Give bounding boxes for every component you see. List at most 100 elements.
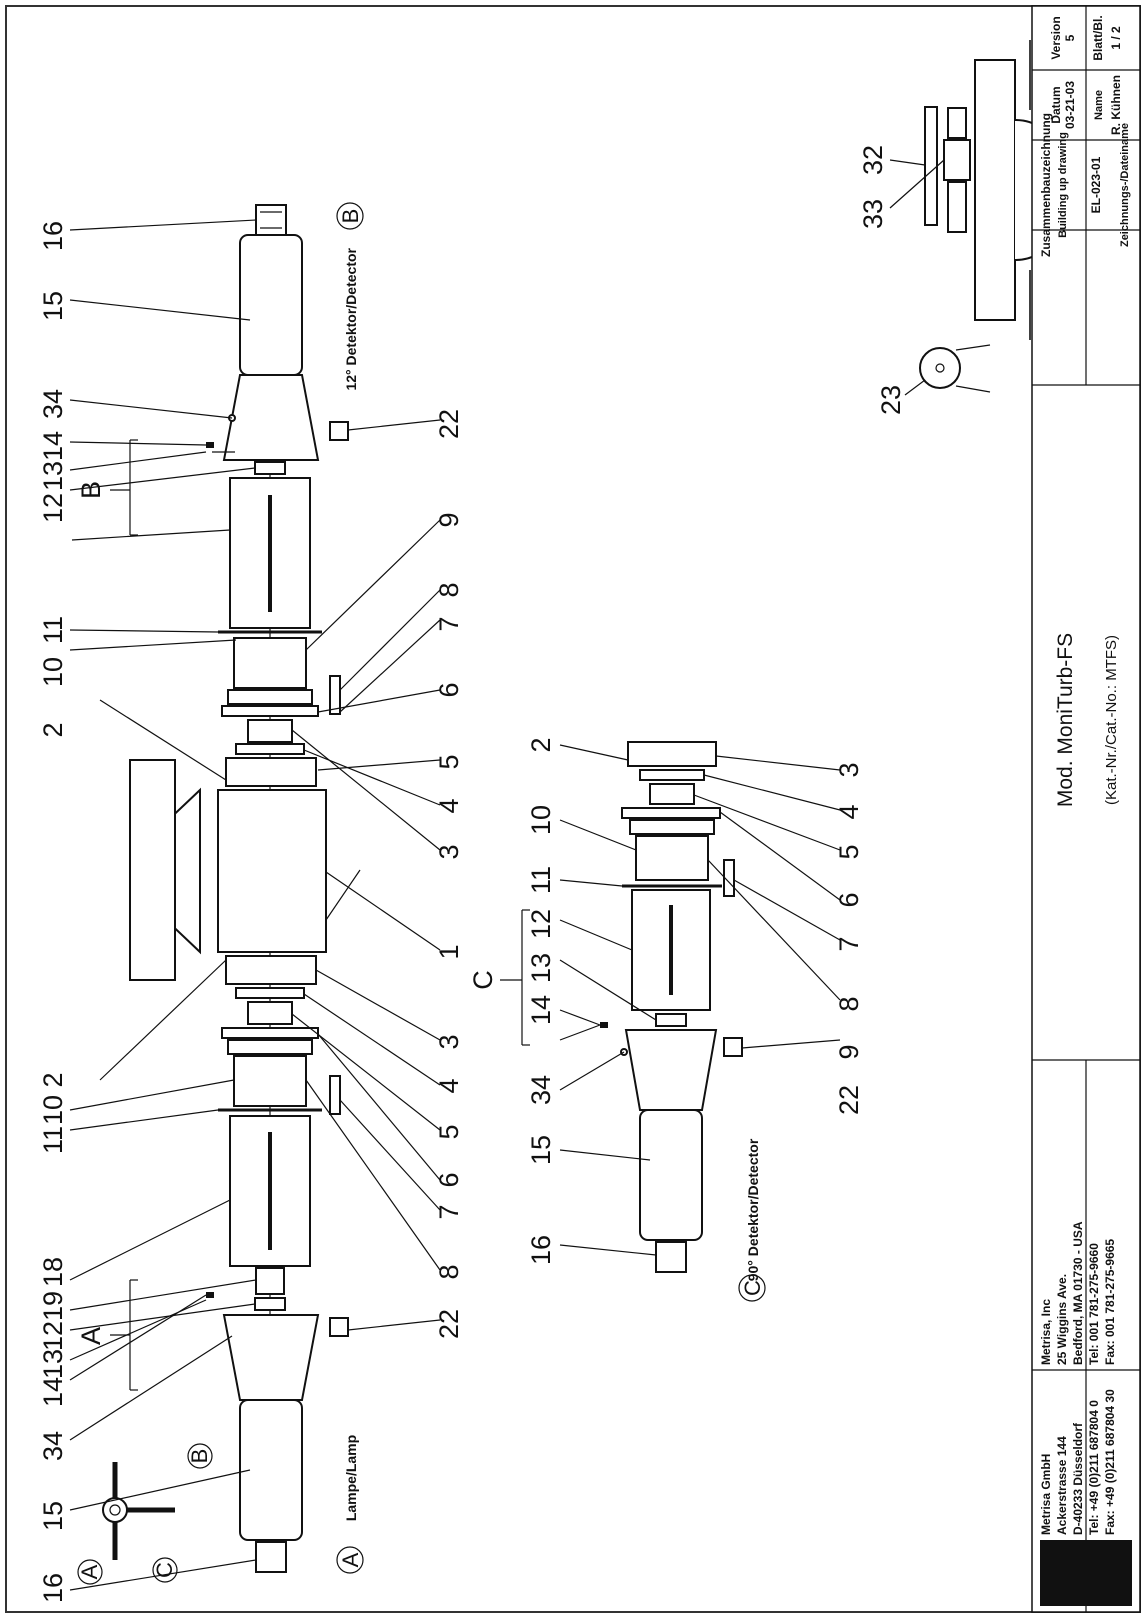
tb-datum-value: 03-21-03 — [1063, 81, 1077, 129]
label-3: 3 — [434, 844, 464, 859]
label-6c: 6 — [834, 892, 864, 907]
tb-de-line-5: Fax: +49 (0)211 687804 30 — [1103, 1389, 1117, 1535]
assembly-row-top — [129, 204, 361, 1573]
part-32-pin — [924, 106, 938, 226]
label-4b: 4 — [434, 1078, 464, 1093]
part-15-cone-b — [222, 374, 320, 461]
label-34c: 34 — [526, 1075, 556, 1105]
label-5: 5 — [434, 754, 464, 769]
leader-lines — [69, 159, 945, 1591]
label-8: 8 — [434, 582, 464, 597]
part-15-cone-a — [222, 1314, 320, 1401]
tb-blatt-label: Blatt/Bl. — [1091, 15, 1105, 60]
label-14c: 14 — [526, 995, 556, 1025]
tb-de-line-1: Metrisa GmbH — [1039, 1454, 1053, 1535]
group-label-c: C — [468, 970, 498, 990]
part-4-seal-a — [235, 987, 305, 999]
tb-us-line-4: Tel: 001 781-275-9660 — [1087, 1243, 1101, 1365]
label-3c: 3 — [834, 762, 864, 777]
tb-version-label: Version — [1049, 16, 1063, 59]
caption-detector-12: 12° Detektor/Detector — [343, 247, 359, 390]
label-2: 2 — [38, 722, 68, 737]
tb-zeichnungs-label: Zeichnungs-/Dateiname — [1119, 123, 1131, 247]
sheet-frame — [5, 5, 1141, 1613]
part-10-holder-b — [233, 637, 307, 689]
label-4: 4 — [434, 798, 464, 813]
label-16c: 16 — [526, 1235, 556, 1265]
label-10b: 10 — [38, 1095, 68, 1125]
label-34b: 34 — [38, 1431, 68, 1461]
label-6: 6 — [434, 682, 464, 697]
part-6-flange-a — [221, 1027, 319, 1039]
tb-us-line-1: Metrisa, Inc — [1039, 1299, 1053, 1365]
part-7-bolt-a — [329, 1075, 341, 1115]
label-2c: 2 — [526, 737, 556, 752]
label-16b: 16 — [38, 1573, 68, 1603]
label-11b: 11 — [38, 1126, 68, 1154]
part-33-fitting — [943, 139, 971, 181]
part-15-housing-a — [239, 1399, 303, 1541]
part-1-flange — [129, 759, 176, 981]
label-7c: 7 — [834, 936, 864, 951]
label-22: 22 — [434, 409, 464, 439]
label-11c: 11 — [526, 866, 556, 894]
label-7: 7 — [434, 616, 464, 631]
group-label-b: B — [76, 481, 106, 499]
tb-blatt-value: 1 / 2 — [1109, 26, 1123, 50]
label-10: 10 — [38, 657, 68, 687]
group-label-a: A — [76, 1327, 106, 1345]
label-1: 1 — [434, 944, 464, 959]
part-10-holder-a — [233, 1055, 307, 1107]
tb-title: Mod. MoniTurb-FS — [1054, 633, 1077, 807]
marker-b-top: B — [338, 209, 363, 224]
part-16-cap-a — [255, 1541, 287, 1573]
schematic-marker-b: B — [187, 1449, 212, 1464]
label-15: 15 — [38, 291, 68, 321]
schematic-marker-a: A — [77, 1564, 102, 1579]
label-5c: 5 — [834, 844, 864, 859]
label-14: 14 — [38, 431, 68, 461]
label-6b: 6 — [434, 1172, 464, 1187]
tb-name-label: Name — [1093, 90, 1105, 120]
tb-de-line-4: Tel: +49 (0)211 687804 0 — [1087, 1400, 1101, 1535]
tb-cat-no: (Kat.-Nr./Cat.-No.: MTFS) — [1103, 635, 1120, 805]
label-8b: 8 — [434, 1264, 464, 1279]
part-12-ring-b — [254, 461, 286, 475]
tb-us-line-3: Bedford, MA 01730 - USA — [1071, 1221, 1085, 1365]
part-3-flange-a — [225, 955, 317, 985]
label-13: 13 — [38, 461, 68, 491]
part-12-ring-a — [254, 1297, 286, 1311]
tb-zusammenbau-label: Zusammenbauzeichnung — [1039, 113, 1053, 257]
part-19-lens-a — [255, 1267, 285, 1295]
tb-drawing-no: EL-023-01 — [1089, 156, 1103, 213]
label-9c: 9 — [834, 1044, 864, 1059]
label-18: 18 — [38, 1257, 68, 1287]
tb-de-line-2: Ackerstrasse 144 — [1055, 1436, 1069, 1535]
tb-name-value: R. Kühnen — [1109, 75, 1123, 135]
tb-us-line-5: Fax: 001 781-275-9665 — [1103, 1239, 1117, 1365]
part-3-flange-b — [225, 757, 317, 787]
part-15-housing-b — [239, 234, 303, 376]
part-15-housing-c — [639, 1109, 703, 1241]
label-12c: 12 — [526, 909, 556, 939]
label-11: 11 — [38, 616, 68, 644]
label-12: 12 — [38, 493, 68, 523]
label-23: 23 — [876, 385, 906, 415]
tb-version-value: 5 — [1063, 34, 1077, 41]
part-16-cap-b — [255, 204, 287, 236]
label-10c: 10 — [526, 805, 556, 835]
part-6-flange-b — [221, 705, 319, 717]
part-16-cap-c — [655, 1241, 687, 1273]
part-7-bolt-b — [329, 675, 341, 715]
label-3b: 3 — [434, 1034, 464, 1049]
label-32: 32 — [858, 145, 888, 175]
part-5-window-a — [247, 1001, 293, 1025]
label-15b: 15 — [38, 1501, 68, 1531]
marker-c-middle: C — [740, 1280, 765, 1296]
title-block: Version 5 Blatt/Bl. 1 / 2 Datum 03-21-03… — [1031, 5, 1141, 1613]
tb-us-line-2: 25 Wiggins Ave. — [1055, 1274, 1069, 1365]
caption-detector-90: 90° Detektor/Detector — [745, 1138, 761, 1281]
tb-de-line-3: D-40233 Düsseldorf — [1071, 1422, 1085, 1535]
